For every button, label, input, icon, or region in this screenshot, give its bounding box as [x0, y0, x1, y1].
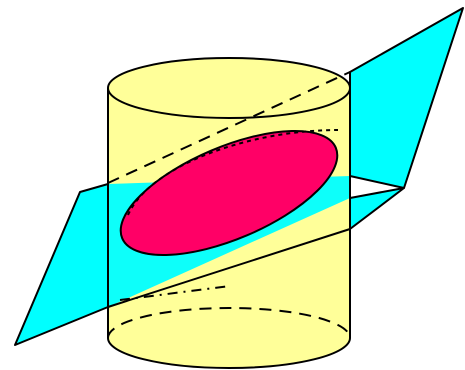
plane-front-edge: [107, 228, 351, 308]
cylinder-bottom-front-arc: [107, 337, 351, 369]
plane-back-part: [349, 7, 464, 189]
cylinder-bottom-back-arc: [107, 307, 351, 339]
section-hidden-edge: [127, 129, 339, 216]
hidden-plane-edge-lower: [119, 285, 231, 301]
hidden-plane-edge-upper: [107, 71, 351, 184]
plane-front-part: [349, 187, 405, 230]
elliptical-cross-section: [119, 129, 339, 257]
cylinder-bottom-body: [108, 229, 350, 368]
plane-lower-left-part: [14, 183, 109, 346]
